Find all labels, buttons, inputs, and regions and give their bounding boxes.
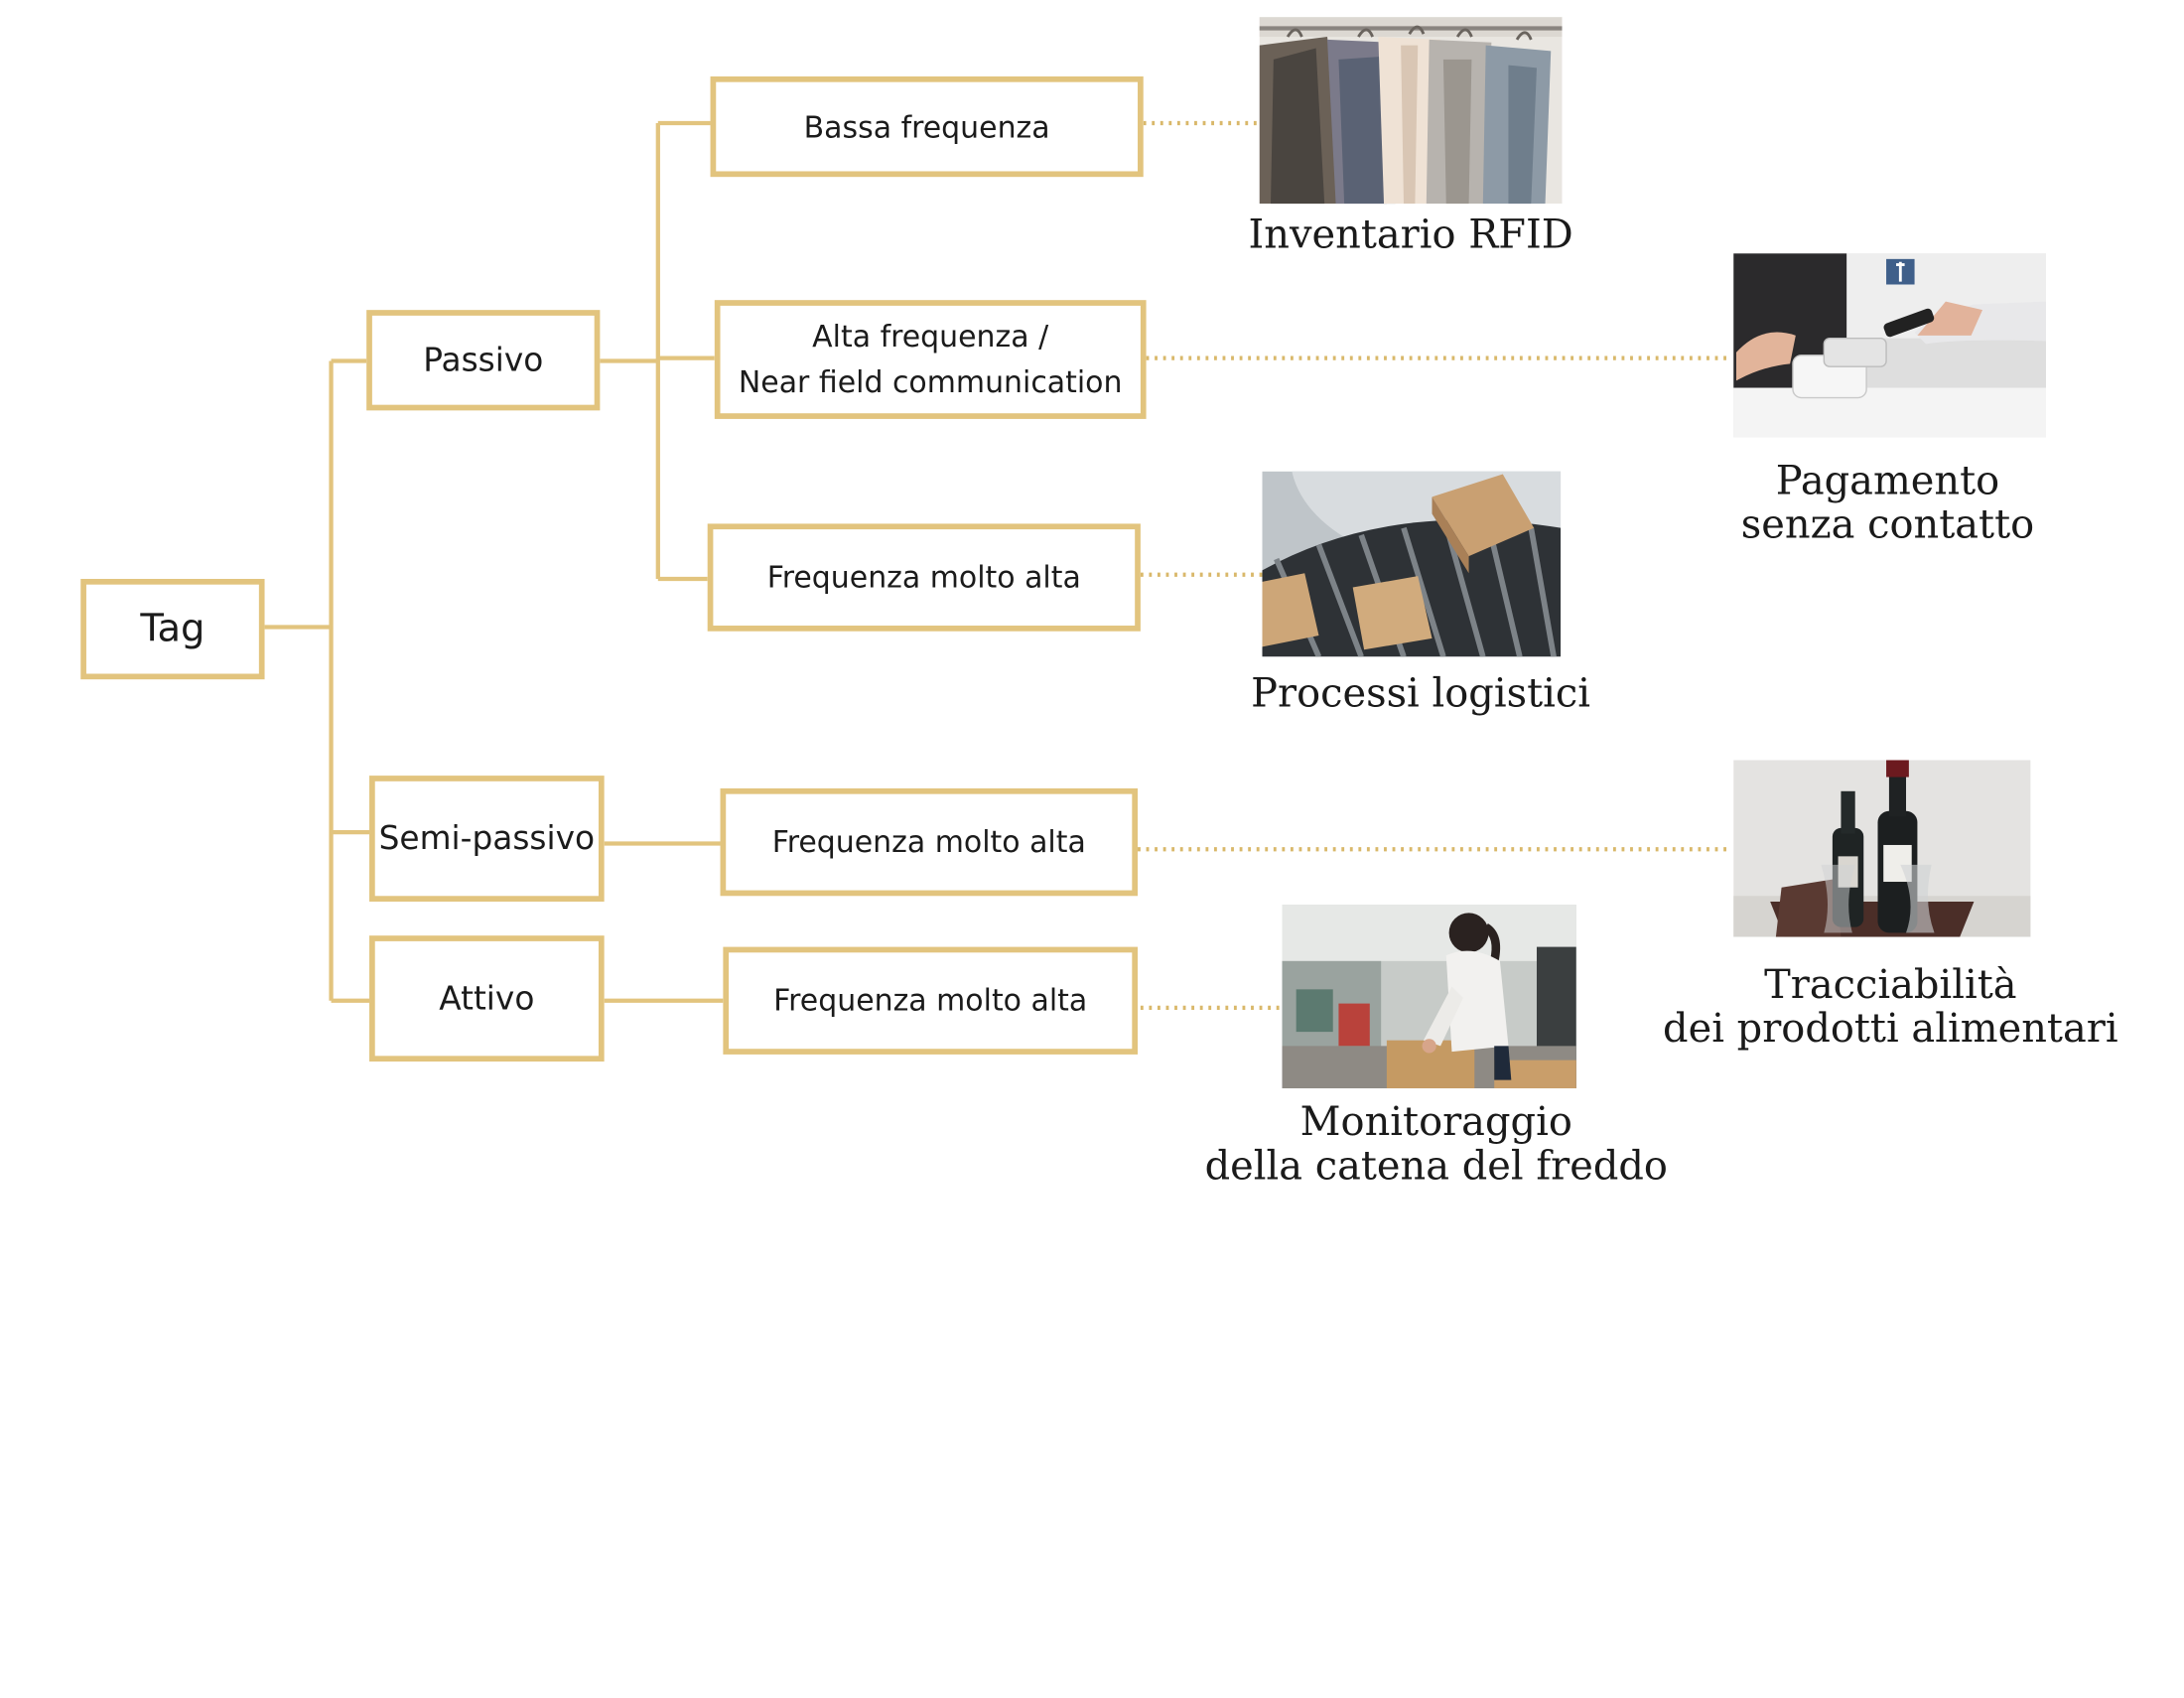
node-attivo: Attivo: [369, 935, 605, 1062]
passivo-branch-line: [600, 120, 715, 582]
node-frequenza-molto-alta-attivo: Frequenza molto alta: [723, 946, 1139, 1055]
warehouse-worker-photo: [1282, 904, 1576, 1089]
clothes-rack-photo: [1259, 17, 1563, 205]
node-frequenza-molto-alta-passivo: Frequenza molto alta: [707, 523, 1141, 632]
tree-trunk-line: [264, 358, 370, 1003]
wine-bottles-photo: [1733, 760, 2031, 937]
node-semi-passivo: Semi-passivo: [369, 776, 605, 902]
node-passivo: Passivo: [366, 310, 601, 411]
node-bassa-frequenza: Bassa frequenza: [710, 75, 1144, 178]
caption-pagamento-senza-contatto: Pagamento senza contatto: [1740, 457, 2035, 548]
contactless-payment-photo: [1733, 253, 2047, 438]
caption-inventario-rfid: Inventario RFID: [1248, 211, 1573, 258]
conveyor-boxes-photo: [1262, 471, 1562, 657]
connector-lines: [264, 120, 1732, 1011]
caption-tracciabilita-prodotti-alimentari: Tracciabilità dei prodotti alimentari: [1663, 960, 2118, 1053]
node-alta-frequenza-nfc: Alta frequenza / Near field communicatio…: [714, 300, 1147, 419]
node-frequenza-molto-alta-semipassivo: Frequenza molto alta: [720, 787, 1139, 897]
caption-monitoraggio-catena-freddo: Monitoraggio della catena del freddo: [1204, 1098, 1668, 1190]
root-node-tag: Tag: [80, 578, 265, 680]
caption-processi-logistici: Processi logistici: [1251, 669, 1591, 717]
